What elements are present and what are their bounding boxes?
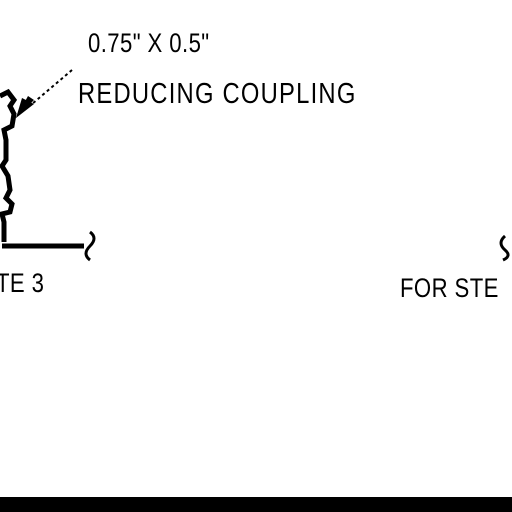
- reducing-coupling-label: REDUCING COUPLING: [78, 78, 357, 110]
- pipe-break-symbol: [84, 230, 96, 262]
- dimension-label: 0.75" X 0.5": [88, 28, 210, 58]
- steam-break-symbol: [499, 234, 510, 262]
- reducing-coupling: [0, 88, 18, 242]
- note-label: TE 3: [0, 268, 45, 298]
- leader-arrowhead-fill: [16, 98, 34, 118]
- bottom-border-bar: [0, 497, 512, 512]
- steam-label: FOR STE: [400, 273, 499, 303]
- leader-line: [31, 69, 73, 105]
